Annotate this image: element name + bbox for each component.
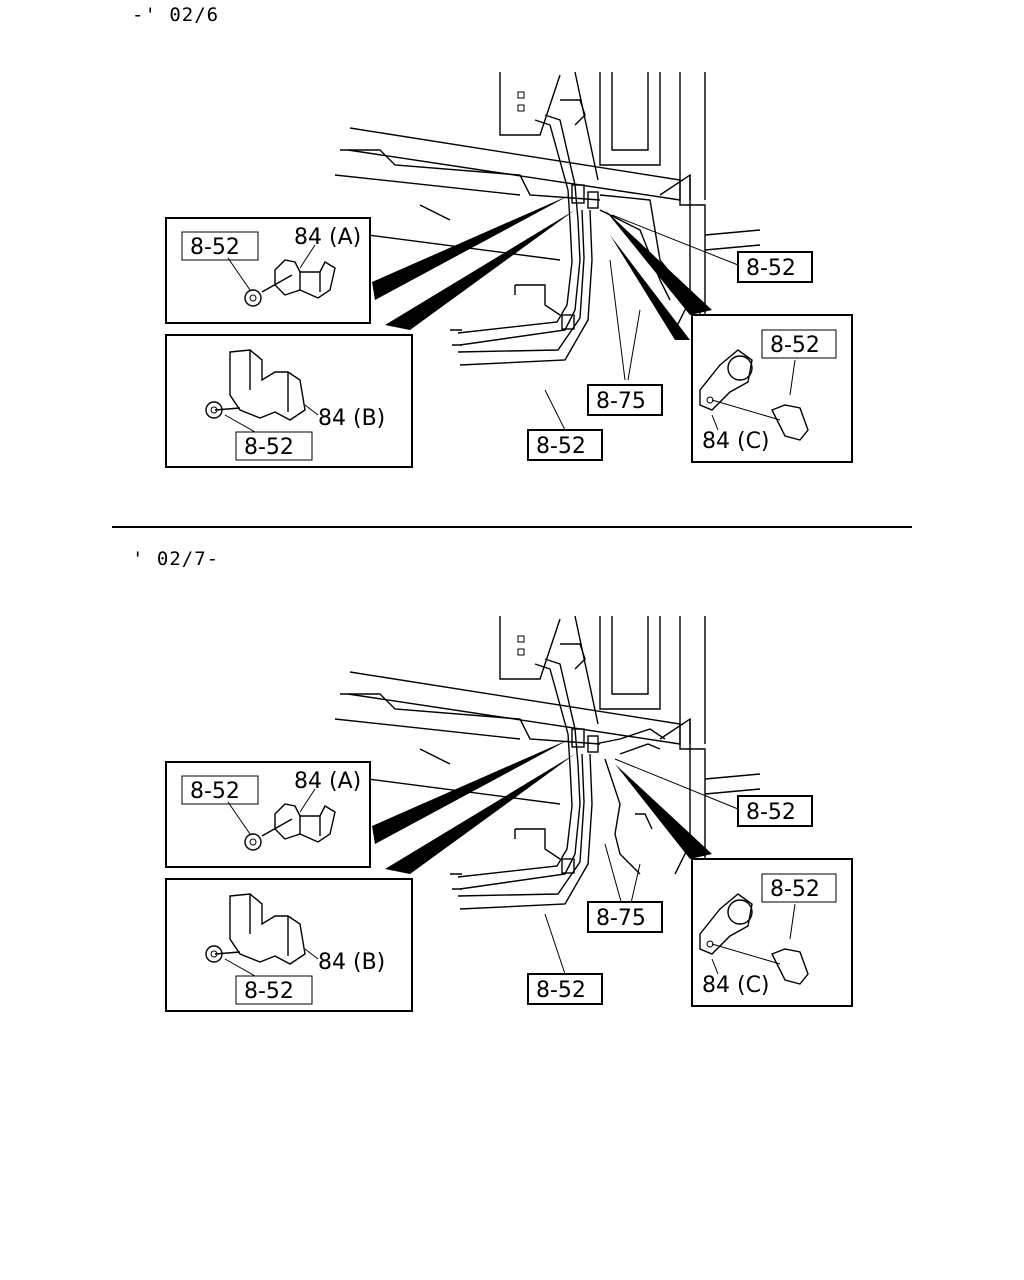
callout-box-right bbox=[737, 251, 813, 283]
frame-outline bbox=[329, 71, 761, 350]
main-hose-ref-label: 8-75 bbox=[596, 906, 646, 931]
inset-c-part-label: 84 (C) bbox=[702, 429, 770, 454]
callout-box-bottom bbox=[527, 429, 603, 461]
parts-diagram-top: 8-52 84 (A) 8-52 84 (B) 8-52 84 (C) 8-52… bbox=[165, 71, 853, 468]
inset-a-ref-label: 8-52 bbox=[190, 235, 240, 260]
inset-a-part-label: 84 (A) bbox=[294, 769, 361, 794]
inset-c bbox=[691, 314, 853, 463]
leader-wedges bbox=[372, 195, 712, 340]
inset-a bbox=[165, 217, 371, 324]
inset-b-part-label: 84 (B) bbox=[318, 406, 385, 431]
callout-box-hose bbox=[587, 901, 663, 933]
leader-lines bbox=[544, 214, 739, 431]
main-hose-ref-label: 8-75 bbox=[596, 389, 646, 414]
main-right-ref-label: 8-52 bbox=[746, 800, 796, 825]
period-label-bottom: ' 02/7- bbox=[132, 548, 220, 570]
inset-b bbox=[165, 878, 413, 1012]
main-right-ref-label: 8-52 bbox=[746, 256, 796, 281]
callout-box-right bbox=[737, 795, 813, 827]
period-label-top: -' 02/6 bbox=[132, 4, 220, 26]
callout-box-bottom bbox=[527, 973, 603, 1005]
inset-a-part-label: 84 (A) bbox=[294, 225, 361, 250]
section-divider bbox=[112, 526, 912, 528]
inset-c-part-label: 84 (C) bbox=[702, 973, 770, 998]
inset-c-ref-label: 8-52 bbox=[770, 333, 820, 358]
hose-assembly bbox=[450, 643, 666, 910]
inset-a bbox=[165, 761, 371, 868]
leader-wedges bbox=[372, 739, 712, 874]
inset-c-ref-label: 8-52 bbox=[770, 877, 820, 902]
inset-b bbox=[165, 334, 413, 468]
inset-c bbox=[691, 858, 853, 1007]
callout-box-hose bbox=[587, 384, 663, 416]
inset-b-ref-label: 8-52 bbox=[244, 435, 294, 460]
inset-a-ref-label: 8-52 bbox=[190, 779, 240, 804]
inset-b-part-label: 84 (B) bbox=[318, 950, 385, 975]
inset-b-ref-label: 8-52 bbox=[244, 979, 294, 1004]
main-bottom-ref-label: 8-52 bbox=[536, 434, 586, 459]
main-bottom-ref-label: 8-52 bbox=[536, 978, 586, 1003]
parts-diagram-bottom: 8-52 84 (A) 8-52 84 (B) 8-52 84 (C) 8-52… bbox=[165, 615, 853, 1012]
